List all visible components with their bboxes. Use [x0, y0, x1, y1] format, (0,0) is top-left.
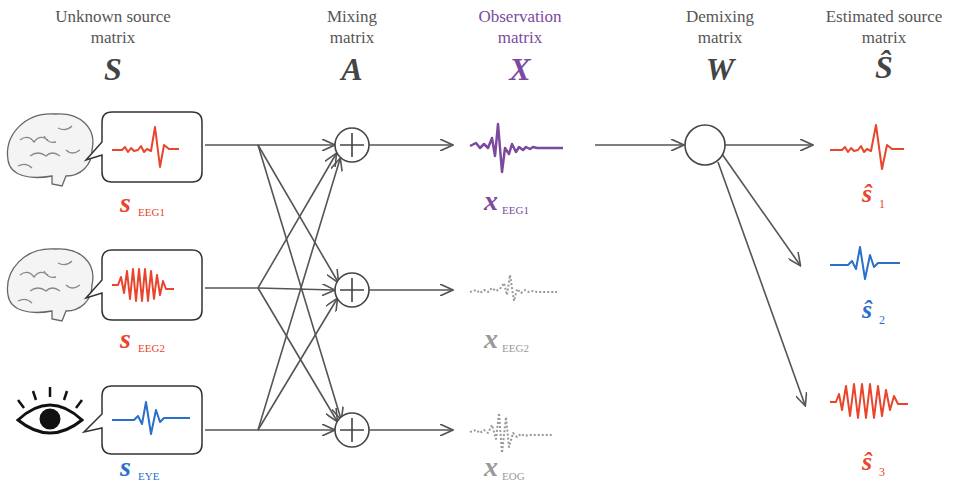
- signal-subscript: 1: [879, 198, 885, 211]
- signal-symbol: ŝ: [862, 296, 872, 325]
- column-heading: Mixing matrix: [312, 6, 392, 48]
- brain-icon: [8, 114, 93, 186]
- brain-icon: [8, 249, 93, 321]
- column-heading: Unknown source matrix: [38, 6, 188, 48]
- waveform: [112, 127, 190, 434]
- signal-subscript: 3: [879, 466, 885, 479]
- demix-wire: [595, 145, 812, 405]
- signal-box: [84, 112, 202, 454]
- signal-symbol: x: [484, 324, 498, 355]
- sum-node: [335, 128, 369, 447]
- waveform: [830, 125, 908, 418]
- matrix-symbol: W: [706, 52, 734, 87]
- signal-symbol: s: [120, 452, 131, 483]
- signal-symbol: x: [484, 186, 498, 217]
- signal-subscript: EYE: [138, 470, 159, 482]
- signal-subscript: EOG: [502, 470, 525, 482]
- signal-subscript: EEG2: [138, 342, 165, 354]
- signal-symbol: s: [120, 188, 131, 219]
- column-heading: Observation matrix: [460, 6, 580, 48]
- matrix-symbol: Ŝ: [875, 50, 893, 85]
- matrix-symbol: S: [104, 52, 122, 87]
- signal-symbol: ŝ: [862, 180, 872, 209]
- signal-subscript: EEG2: [502, 342, 529, 354]
- signal-subscript: EEG1: [138, 206, 165, 218]
- waveform: [470, 124, 563, 453]
- demix-node: [685, 125, 725, 165]
- signal-symbol: s: [120, 324, 131, 355]
- matrix-symbol: X: [509, 52, 530, 87]
- mixing-wire: [205, 145, 341, 430]
- signal-subscript: EEG1: [502, 204, 529, 216]
- signal-symbol: x: [484, 452, 498, 483]
- column-heading: Estimated source matrix: [809, 6, 959, 48]
- signal-subscript: 2: [879, 314, 885, 327]
- mix-output-arrow: [369, 145, 452, 430]
- eye-icon: [18, 387, 82, 433]
- column-heading: Demixing matrix: [670, 6, 770, 48]
- signal-symbol: ŝ: [862, 448, 872, 477]
- matrix-symbol: A: [341, 52, 362, 87]
